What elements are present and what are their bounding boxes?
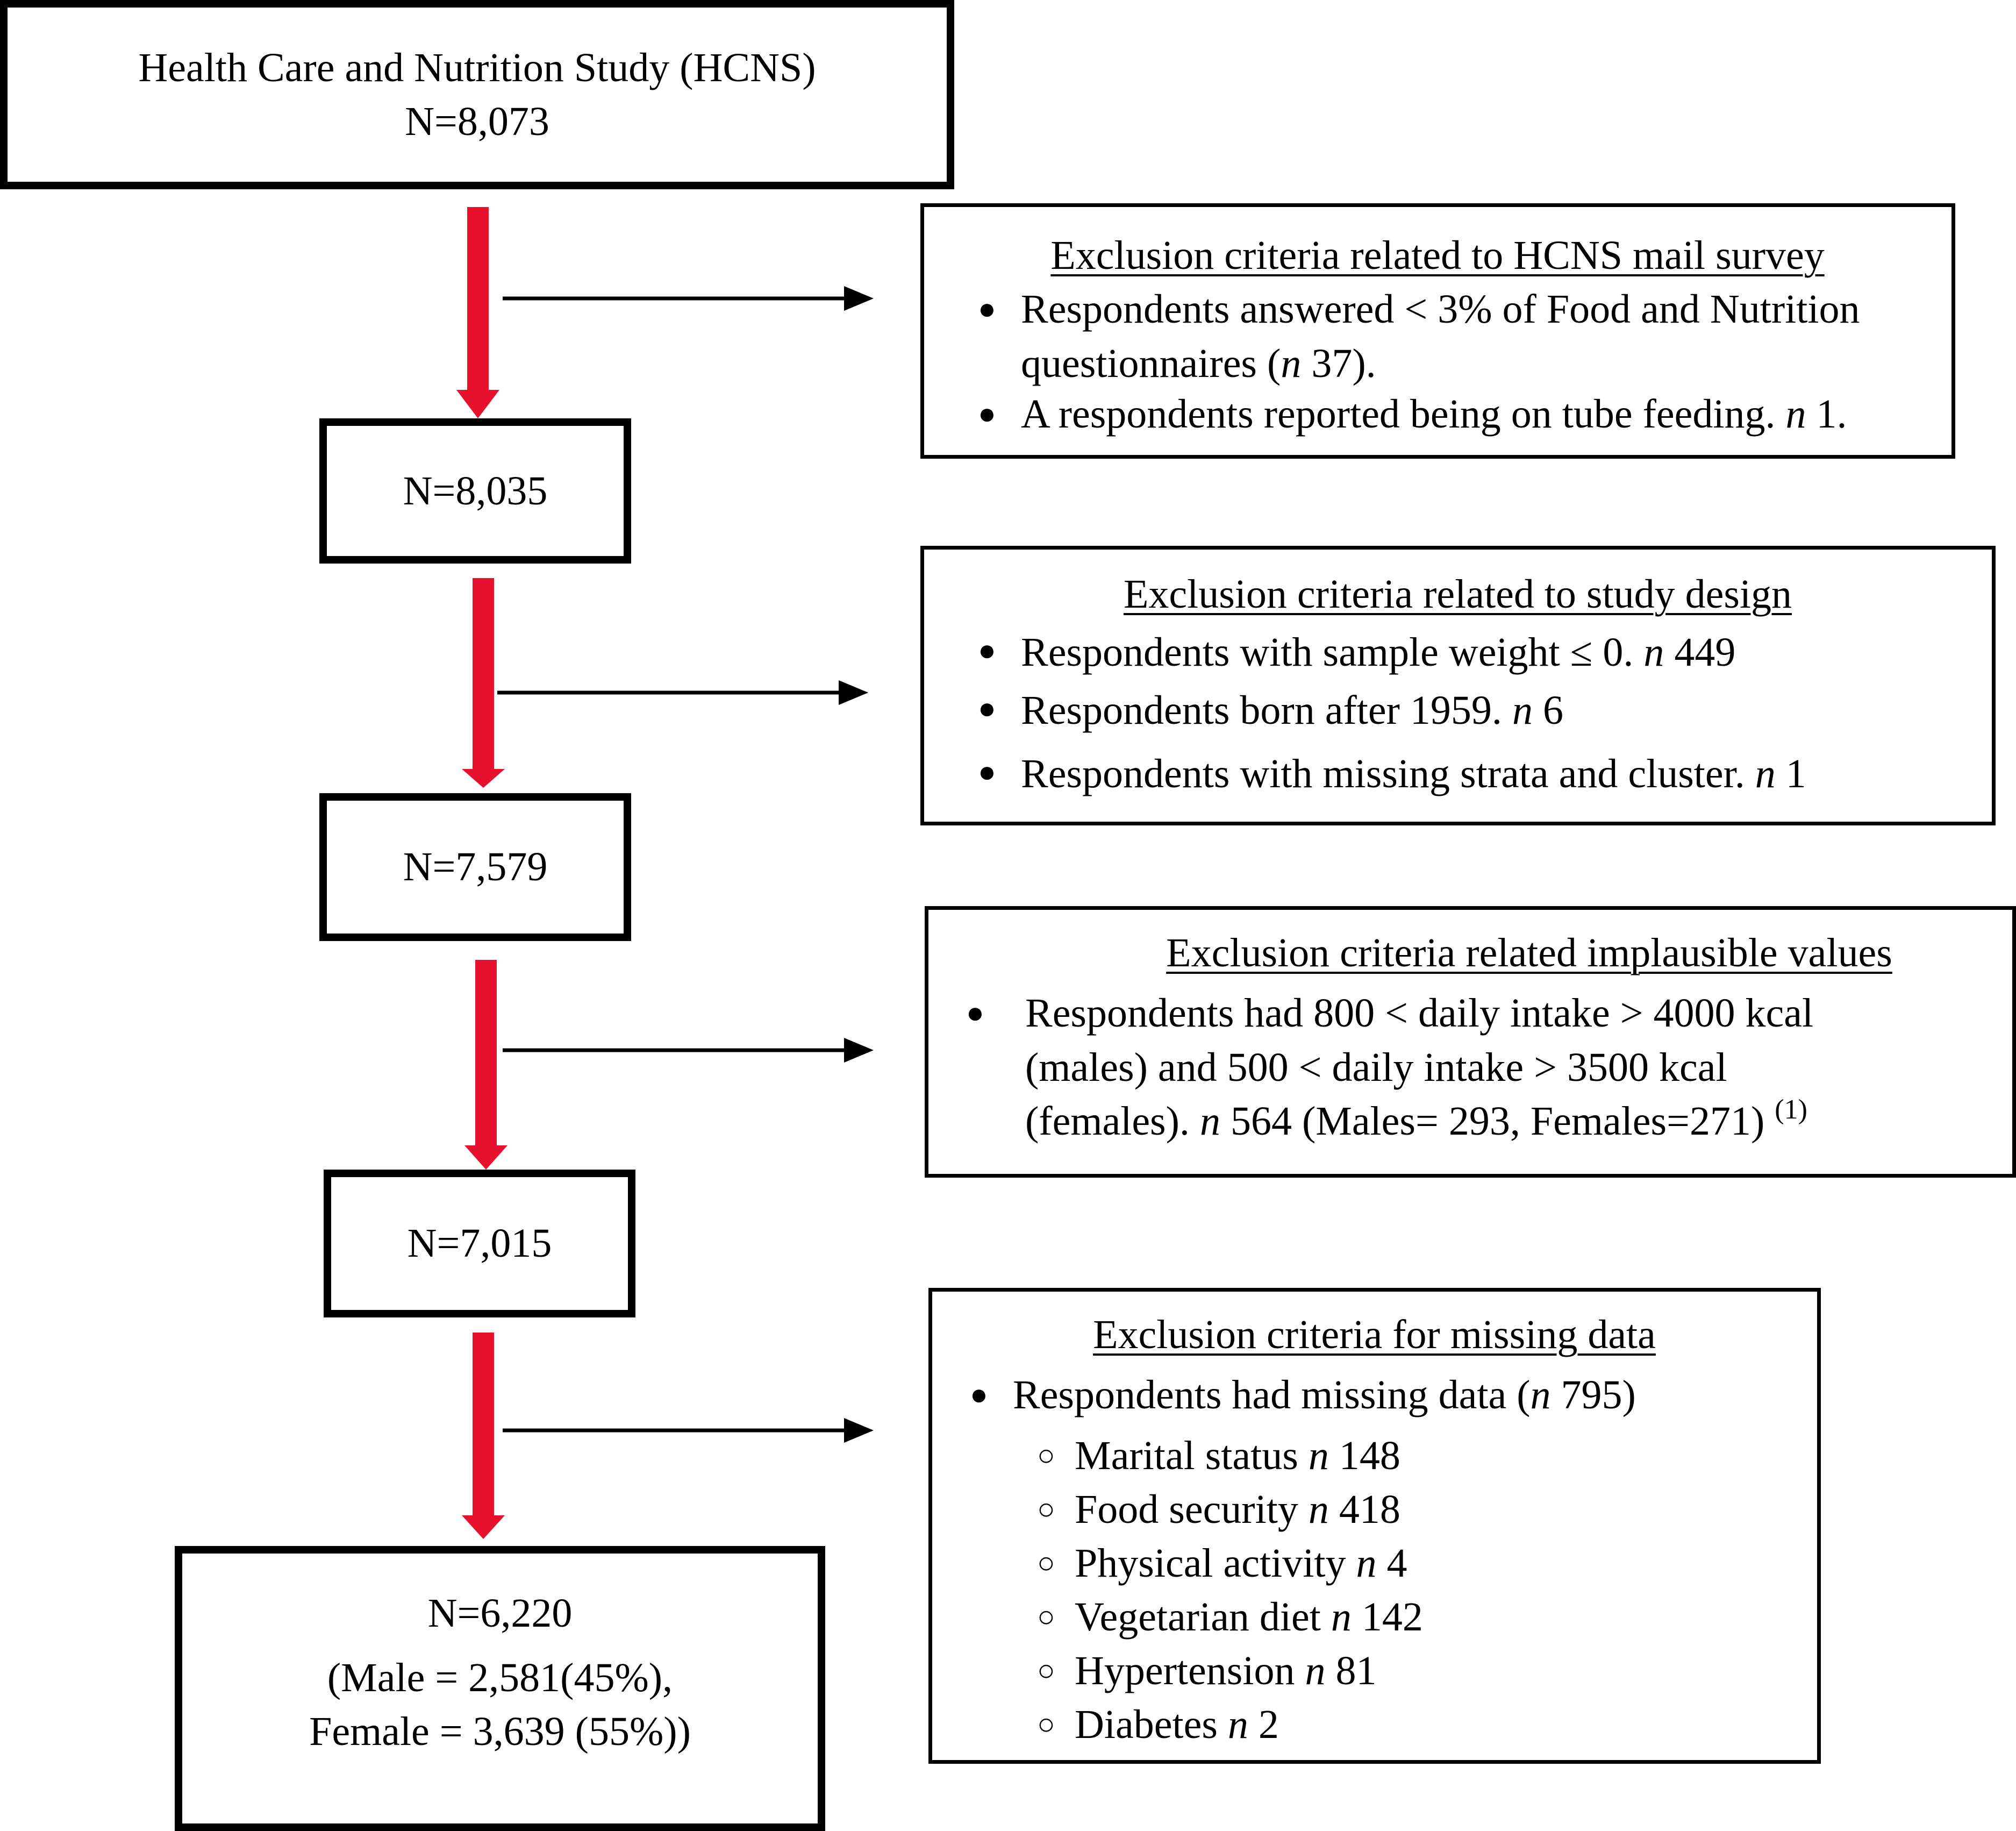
flow-arrow-4 bbox=[462, 1333, 505, 1539]
stage3-box: N=7,015 bbox=[324, 1170, 635, 1317]
total-count: N=8,073 bbox=[405, 99, 549, 144]
missing-data-sublist: Marital status n 148 Food security n 418… bbox=[1037, 1429, 1817, 1751]
exclusion-title-study-design: Exclusion criteria related to study desi… bbox=[1123, 572, 1792, 617]
sub-item-physical-activity: Physical activity n 4 bbox=[1037, 1536, 1817, 1590]
final-female: Female = 3,639 (55%)) bbox=[309, 1709, 691, 1755]
sub-item-diabetes: Diabetes n 2 bbox=[1037, 1698, 1817, 1751]
bullet-missing-data: Respondents had missing data (n 795) bbox=[970, 1368, 1817, 1422]
study-title: Health Care and Nutrition Study (HCNS) bbox=[138, 45, 816, 90]
bullet-intake-range: Respondents had 800 < daily intake > 400… bbox=[966, 986, 2012, 1148]
stage2-count: N=7,579 bbox=[403, 844, 548, 890]
sub-item-vegetarian-diet: Vegetarian diet n 142 bbox=[1037, 1590, 1817, 1644]
exclusion-list-implausible: Respondents had 800 < daily intake > 400… bbox=[966, 986, 2012, 1148]
exclusion-title-missing-data: Exclusion criteria for missing data bbox=[1093, 1312, 1656, 1357]
flow-arrow-1 bbox=[456, 207, 499, 418]
bullet-low-response: Respondents answered < 3% of Food and Nu… bbox=[978, 282, 1951, 390]
exclusion-title-mail-survey: Exclusion criteria related to HCNS mail … bbox=[1050, 233, 1825, 278]
bullet-tube-feeding: A respondents reported being on tube fee… bbox=[978, 387, 1951, 441]
exclusion-box-mail-survey: Exclusion criteria related to HCNS mail … bbox=[920, 203, 1955, 459]
stage1-box: N=8,035 bbox=[319, 418, 631, 564]
bullet-sample-weight: Respondents with sample weight ≤ 0. n 44… bbox=[978, 624, 1992, 682]
exclusion-box-study-design: Exclusion criteria related to study desi… bbox=[920, 546, 1996, 825]
exclusion-title-implausible: Exclusion criteria related implausible v… bbox=[1166, 930, 1892, 975]
bullet-missing-strata: Respondents with missing strata and clus… bbox=[978, 745, 1992, 803]
exclusion-box-implausible: Exclusion criteria related implausible v… bbox=[925, 906, 2016, 1178]
flow-arrow-2 bbox=[462, 578, 505, 788]
stage2-box: N=7,579 bbox=[319, 793, 631, 941]
final-count: N=6,220 bbox=[427, 1590, 573, 1636]
top-box: Health Care and Nutrition Study (HCNS) N… bbox=[0, 0, 954, 189]
side-arrow-2 bbox=[497, 680, 868, 705]
sub-item-food-security: Food security n 418 bbox=[1037, 1483, 1817, 1536]
footnote-marker: (1) bbox=[1775, 1094, 1807, 1125]
sub-item-hypertension: Hypertension n 81 bbox=[1037, 1644, 1817, 1698]
stage3-count: N=7,015 bbox=[407, 1221, 552, 1266]
final-box: N=6,220 (Male = 2,581(45%), Female = 3,6… bbox=[175, 1546, 825, 1831]
side-arrow-3 bbox=[503, 1038, 874, 1063]
flow-arrow-3 bbox=[464, 960, 507, 1170]
exclusion-list-study-design: Respondents with sample weight ≤ 0. n 44… bbox=[978, 624, 1992, 803]
exclusion-box-missing-data: Exclusion criteria for missing data Resp… bbox=[928, 1288, 1821, 1764]
bullet-born-after: Respondents born after 1959. n 6 bbox=[978, 682, 1992, 740]
side-arrow-4 bbox=[503, 1418, 874, 1443]
final-male: (Male = 2,581(45%), bbox=[327, 1655, 673, 1700]
exclusion-list-missing-data: Respondents had missing data (n 795) bbox=[970, 1368, 1817, 1422]
exclusion-list-mail-survey: Respondents answered < 3% of Food and Nu… bbox=[978, 282, 1951, 441]
stage1-count: N=8,035 bbox=[403, 468, 548, 514]
sub-item-marital-status: Marital status n 148 bbox=[1037, 1429, 1817, 1483]
side-arrow-1 bbox=[503, 286, 874, 311]
